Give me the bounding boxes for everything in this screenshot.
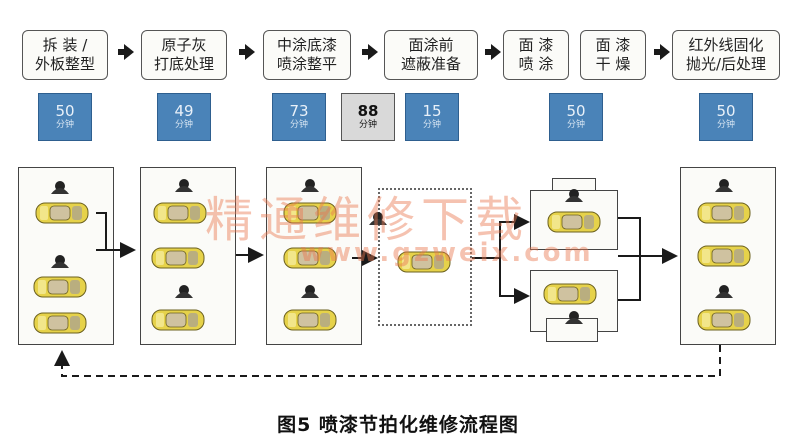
step-putty: 原子灰 打底处理: [141, 30, 227, 80]
step-topcoat-spray: 面 漆 喷 涂: [503, 30, 569, 80]
step-primer: 中涂底漆 喷涂整平: [263, 30, 351, 80]
car-icon: [33, 276, 87, 298]
step-label-line2: 喷 涂: [518, 55, 554, 73]
step-label-line2: 干 燥: [595, 55, 631, 73]
step-topcoat-dry: 面 漆 干 燥: [580, 30, 646, 80]
connector-line: [618, 256, 641, 301]
worker-icon: [301, 285, 319, 298]
watermark-text: 精通维修下载: [205, 192, 530, 248]
step-label-line2: 外板整型: [34, 55, 95, 73]
car-icon: [697, 202, 751, 224]
step-label-line1: 中涂底漆: [276, 36, 337, 54]
time-value: 88: [357, 102, 379, 120]
worker-icon: [565, 189, 583, 202]
step-label-line1: 面 漆: [595, 36, 631, 54]
step-label-line1: 原子灰: [161, 36, 207, 54]
connector-line: [96, 212, 107, 251]
time-box: 50 分钟: [38, 93, 92, 141]
step-label-line1: 红外线固化: [688, 36, 764, 54]
car-icon: [35, 202, 89, 224]
time-value: 50: [566, 102, 586, 120]
car-icon: [697, 245, 751, 267]
time-unit: 分钟: [358, 120, 377, 130]
time-box: 50 分钟: [699, 93, 753, 141]
step-masking: 面涂前 遮蔽准备: [384, 30, 478, 80]
watermark-url: www.gzweix.com: [300, 238, 594, 268]
step-label-line1: 面涂前: [408, 36, 454, 54]
time-value: 50: [716, 102, 736, 120]
time-box-total: 88 分钟: [341, 93, 395, 141]
time-unit: 分钟: [289, 120, 308, 130]
worker-icon: [565, 311, 583, 324]
station-panel-masking: [378, 188, 472, 326]
time-value: 73: [289, 102, 309, 120]
time-value: 50: [55, 102, 75, 120]
flow-arrow-icon: [118, 44, 134, 60]
car-icon: [547, 211, 601, 233]
worker-icon: [715, 179, 733, 192]
time-value: 49: [174, 102, 194, 120]
flow-arrow-icon: [362, 44, 378, 60]
flow-arrow-icon: [485, 44, 501, 60]
step-label-line2: 打底处理: [153, 55, 214, 73]
worker-icon: [51, 255, 69, 268]
car-icon: [697, 309, 751, 331]
worker-icon: [175, 179, 193, 192]
time-box: 73 分钟: [272, 93, 326, 141]
time-box: 15 分钟: [405, 93, 459, 141]
car-icon: [543, 283, 597, 305]
worker-icon: [715, 285, 733, 298]
car-icon: [151, 247, 205, 269]
step-label-line2: 遮蔽准备: [400, 55, 461, 73]
step-label-line1: 拆 装 /: [42, 36, 88, 54]
car-icon: [153, 202, 207, 224]
worker-icon: [175, 285, 193, 298]
time-box: 50 分钟: [549, 93, 603, 141]
time-unit: 分钟: [55, 120, 74, 130]
worker-icon: [51, 181, 69, 194]
figure-caption: 图5 喷漆节拍化维修流程图: [277, 414, 519, 436]
flow-arrow-icon: [654, 44, 670, 60]
time-unit: 分钟: [566, 120, 585, 130]
car-icon: [33, 312, 87, 334]
time-unit: 分钟: [422, 120, 441, 130]
flow-arrow-icon: [239, 44, 255, 60]
step-label-line2: 抛光/后处理: [685, 55, 767, 73]
time-value: 15: [422, 102, 442, 120]
connector-line: [618, 217, 641, 257]
time-box: 49 分钟: [157, 93, 211, 141]
return-loop-line: [54, 345, 721, 377]
step-disassembly: 拆 装 / 外板整型: [22, 30, 108, 80]
time-unit: 分钟: [174, 120, 193, 130]
car-icon: [151, 309, 205, 331]
step-label-line2: 喷涂整平: [276, 55, 337, 73]
connector-line: [499, 258, 530, 304]
time-unit: 分钟: [716, 120, 735, 130]
step-infrared-polish: 红外线固化 抛光/后处理: [672, 30, 780, 80]
car-icon: [283, 309, 337, 331]
connector-line: [499, 214, 530, 258]
step-label-line1: 面 漆: [518, 36, 554, 54]
